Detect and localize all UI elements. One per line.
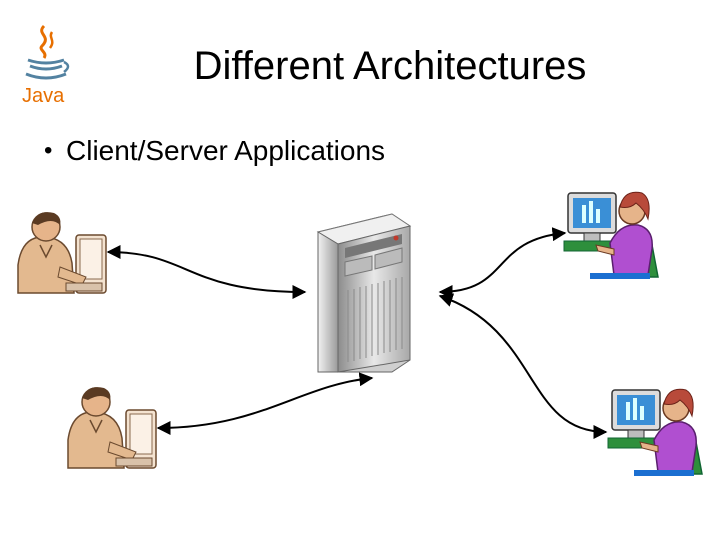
java-coffee-cup-icon bbox=[25, 24, 70, 80]
connector-line bbox=[106, 245, 307, 299]
java-logo: Java bbox=[18, 22, 74, 108]
bullet-list: • Client/Server Applications bbox=[44, 135, 385, 167]
man-at-computer-icon bbox=[67, 387, 157, 469]
connector-line bbox=[438, 227, 567, 299]
client-woman-2 bbox=[607, 388, 703, 476]
connectors bbox=[106, 227, 608, 439]
man-at-computer-icon bbox=[17, 212, 107, 294]
client-man-2 bbox=[67, 387, 157, 469]
tower-server-icon bbox=[316, 213, 412, 373]
woman-at-computer-icon bbox=[607, 388, 703, 476]
connector-line bbox=[156, 372, 374, 435]
bullet-marker: • bbox=[44, 137, 53, 164]
bullet-item: • Client/Server Applications bbox=[44, 135, 385, 167]
client-woman-1 bbox=[563, 191, 659, 279]
bullet-text: Client/Server Applications bbox=[66, 135, 386, 166]
connector-line bbox=[438, 293, 608, 439]
woman-at-computer-icon bbox=[563, 191, 659, 279]
client-man-1 bbox=[17, 212, 107, 294]
java-logo-text: Java bbox=[22, 85, 65, 107]
slide-title: Different Architectures bbox=[193, 44, 587, 88]
